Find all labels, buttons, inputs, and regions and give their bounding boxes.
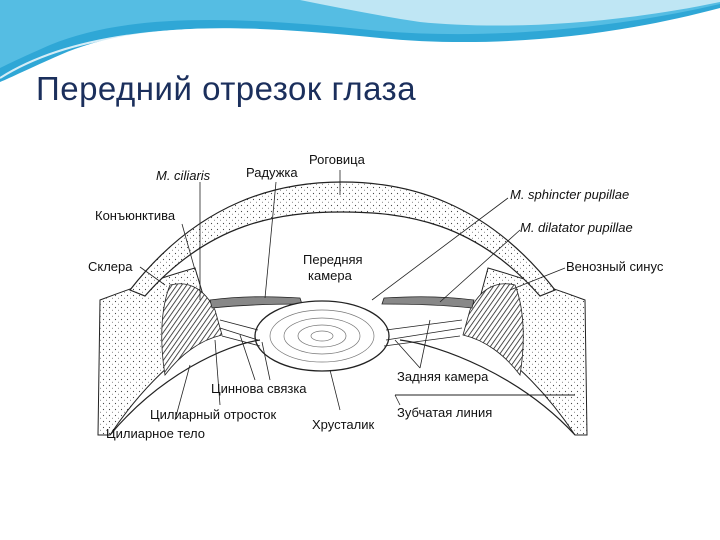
- ciliary-body-right: [463, 284, 523, 375]
- label-m-sphincter: M. sphincter pupillae: [510, 187, 629, 202]
- label-m-dilatator: M. dilatator pupillae: [520, 220, 633, 235]
- label-tsiliarny-otrostok: Цилиарный отросток: [150, 407, 276, 422]
- iris-right: [382, 297, 474, 308]
- label-zadnyaya-kamera: Задняя камера: [397, 369, 489, 384]
- lens: [255, 301, 389, 371]
- label-m-ciliaris: M. ciliaris: [156, 168, 211, 183]
- label-khrustalik: Хрусталик: [312, 417, 374, 432]
- label-raduzhka: Радужка: [246, 165, 298, 180]
- label-tsiliarnoe-telo: Цилиарное тело: [106, 426, 205, 441]
- label-konyunktiva: Конъюнктива: [95, 208, 176, 223]
- label-perednyaya-kamera-1: Передняя: [303, 252, 363, 267]
- label-zubchataya-liniya: Зубчатая линия: [397, 405, 492, 420]
- zonule-right: [384, 320, 462, 346]
- label-tsinnova-svyazka: Циннова связка: [211, 381, 307, 396]
- label-sklera: Склера: [88, 259, 133, 274]
- label-rogovitsa: Роговица: [309, 152, 366, 167]
- leader-khrustalik: [330, 370, 340, 410]
- zonule-left: [220, 320, 260, 346]
- label-perednyaya-kamera-2: камера: [308, 268, 353, 283]
- ciliary-body-left: [162, 284, 222, 375]
- leader-zubchataya: [395, 395, 400, 405]
- label-venozny-sinus: Венозный синус: [566, 259, 664, 274]
